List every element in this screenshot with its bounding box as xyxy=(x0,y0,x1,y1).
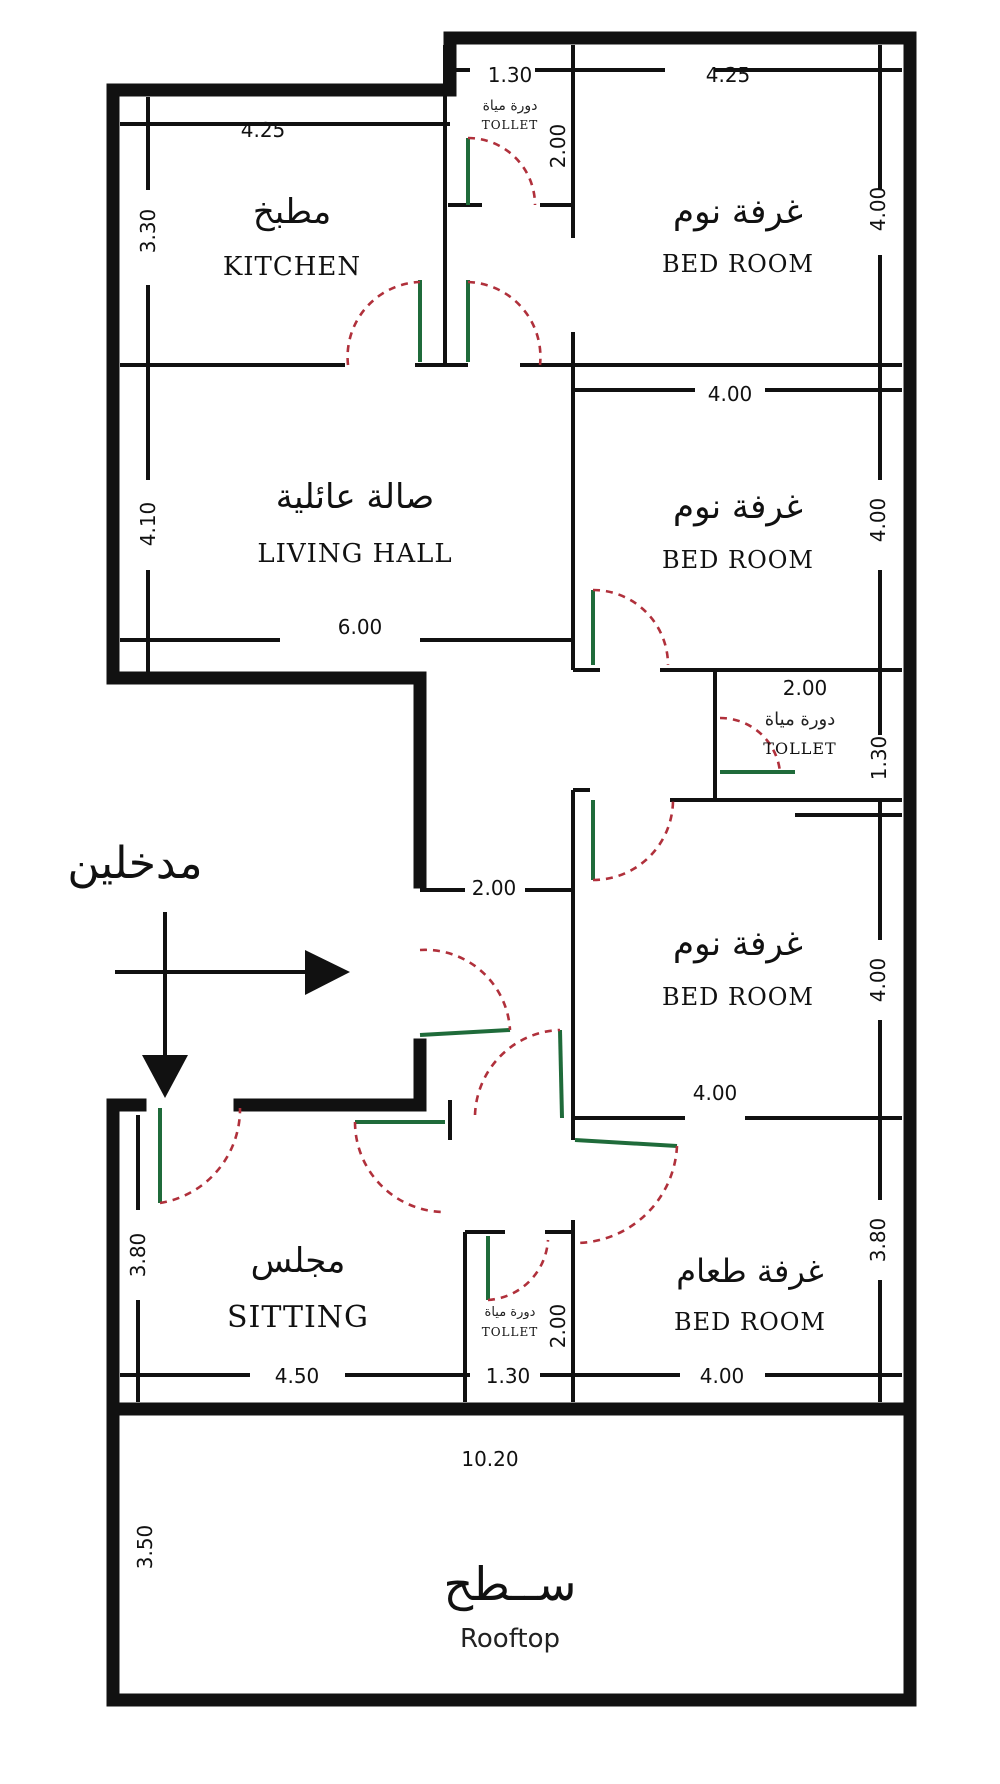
dim-toilet-top-height: 2.00 xyxy=(546,124,570,169)
doors xyxy=(158,136,795,1302)
living-label-en: LIVING HALL xyxy=(257,539,452,569)
entrance-arrows xyxy=(115,912,350,1098)
dim-bed-top-width: 4.25 xyxy=(706,63,751,87)
entrance-label-ar: مدخلين xyxy=(67,838,202,889)
dim-bed-low-height: 4.00 xyxy=(866,958,890,1003)
dining-label-en: BED ROOM xyxy=(674,1308,826,1336)
dim-bed-mid-width: 4.00 xyxy=(708,382,753,406)
door-swing xyxy=(346,280,421,366)
dim-rooftop-height: 3.50 xyxy=(133,1525,157,1570)
dim-corridor-width: 2.00 xyxy=(472,876,517,900)
kitchen-label-ar: مطبخ xyxy=(253,192,331,232)
dim-sitting-height: 3.80 xyxy=(126,1233,150,1278)
arrow-down-head xyxy=(142,1055,188,1098)
bedroom-mid-label-en: BED ROOM xyxy=(662,546,814,574)
bedroom-low-label-ar: غرفة نوم xyxy=(673,924,803,964)
dim-bed-mid-height: 4.00 xyxy=(866,498,890,543)
door-swing xyxy=(487,1239,550,1302)
arrow-right-head xyxy=(305,950,350,995)
dim-dining-height: 3.80 xyxy=(866,1218,890,1263)
dim-living-height: 4.10 xyxy=(136,502,160,547)
door-swing xyxy=(467,136,537,206)
door-swing xyxy=(592,588,670,666)
dim-sitting-width: 4.50 xyxy=(275,1364,320,1388)
interior-lines xyxy=(120,45,902,1402)
dim-toilet-bottom-width: 1.30 xyxy=(486,1364,531,1388)
toilet-bottom-label-ar: دورة مياة xyxy=(485,1305,536,1320)
kitchen-label-en: KITCHEN xyxy=(223,252,361,282)
dim-bed-low-width: 4.00 xyxy=(693,1081,738,1105)
bedroom-top-label-ar: غرفة نوم xyxy=(673,192,803,232)
dim-bed-top-height: 4.00 xyxy=(866,187,890,232)
sitting-label-en: SITTING xyxy=(227,1300,369,1335)
door-swing xyxy=(592,799,675,882)
rooftop-label-ar: ســطح xyxy=(444,1557,577,1611)
wall-living-south xyxy=(106,671,427,889)
door-leaf xyxy=(419,1028,511,1037)
toilet-middle-label-ar: دورة مياة xyxy=(765,709,836,730)
bedroom-mid-label-ar: غرفة نوم xyxy=(673,487,803,527)
dim-kitchen-width: 4.25 xyxy=(241,118,286,142)
dim-toilet-top-width: 1.30 xyxy=(488,63,533,87)
outer-wall-top xyxy=(106,31,917,1416)
wall-sitting-west xyxy=(106,1098,917,1707)
wall-entry-east xyxy=(233,1038,427,1112)
door-swing xyxy=(159,1107,242,1205)
bedroom-low-label-en: BED ROOM xyxy=(662,983,814,1011)
bedroom-top-label-en: BED ROOM xyxy=(662,250,814,278)
door-leaf xyxy=(558,1029,564,1119)
dim-toilet-mid-height: 1.30 xyxy=(867,736,891,781)
toilet-top-label-ar: دورة مياة xyxy=(483,98,538,114)
door-leaf xyxy=(574,1138,678,1148)
rooftop-label-en: Rooftop xyxy=(460,1624,560,1654)
door-swing xyxy=(353,1121,446,1214)
door-swing xyxy=(574,1145,679,1245)
door-swing xyxy=(419,948,512,1031)
dim-toilet-bottom-height: 2.00 xyxy=(546,1304,570,1349)
toilet-middle-label-en: TOLLET xyxy=(763,739,836,758)
dining-label-ar: غرفة طعام xyxy=(676,1252,823,1290)
sitting-label-ar: مجلس xyxy=(251,1241,346,1281)
dim-toilet-mid-width: 2.00 xyxy=(783,676,828,700)
living-label-ar: صالة عائلية xyxy=(276,477,434,517)
toilet-top-label-en: TOLLET xyxy=(482,118,539,132)
toilet-bottom-label-en: TOLLET xyxy=(482,1325,539,1339)
door-swing xyxy=(719,716,782,773)
dim-rooftop-width: 10.20 xyxy=(461,1447,518,1471)
door-swing xyxy=(467,280,542,366)
dim-dining-width: 4.00 xyxy=(700,1364,745,1388)
walls xyxy=(106,31,917,1707)
dim-kitchen-height: 3.30 xyxy=(136,209,160,254)
door-swing xyxy=(473,1028,561,1116)
dim-living-width: 6.00 xyxy=(338,615,383,639)
